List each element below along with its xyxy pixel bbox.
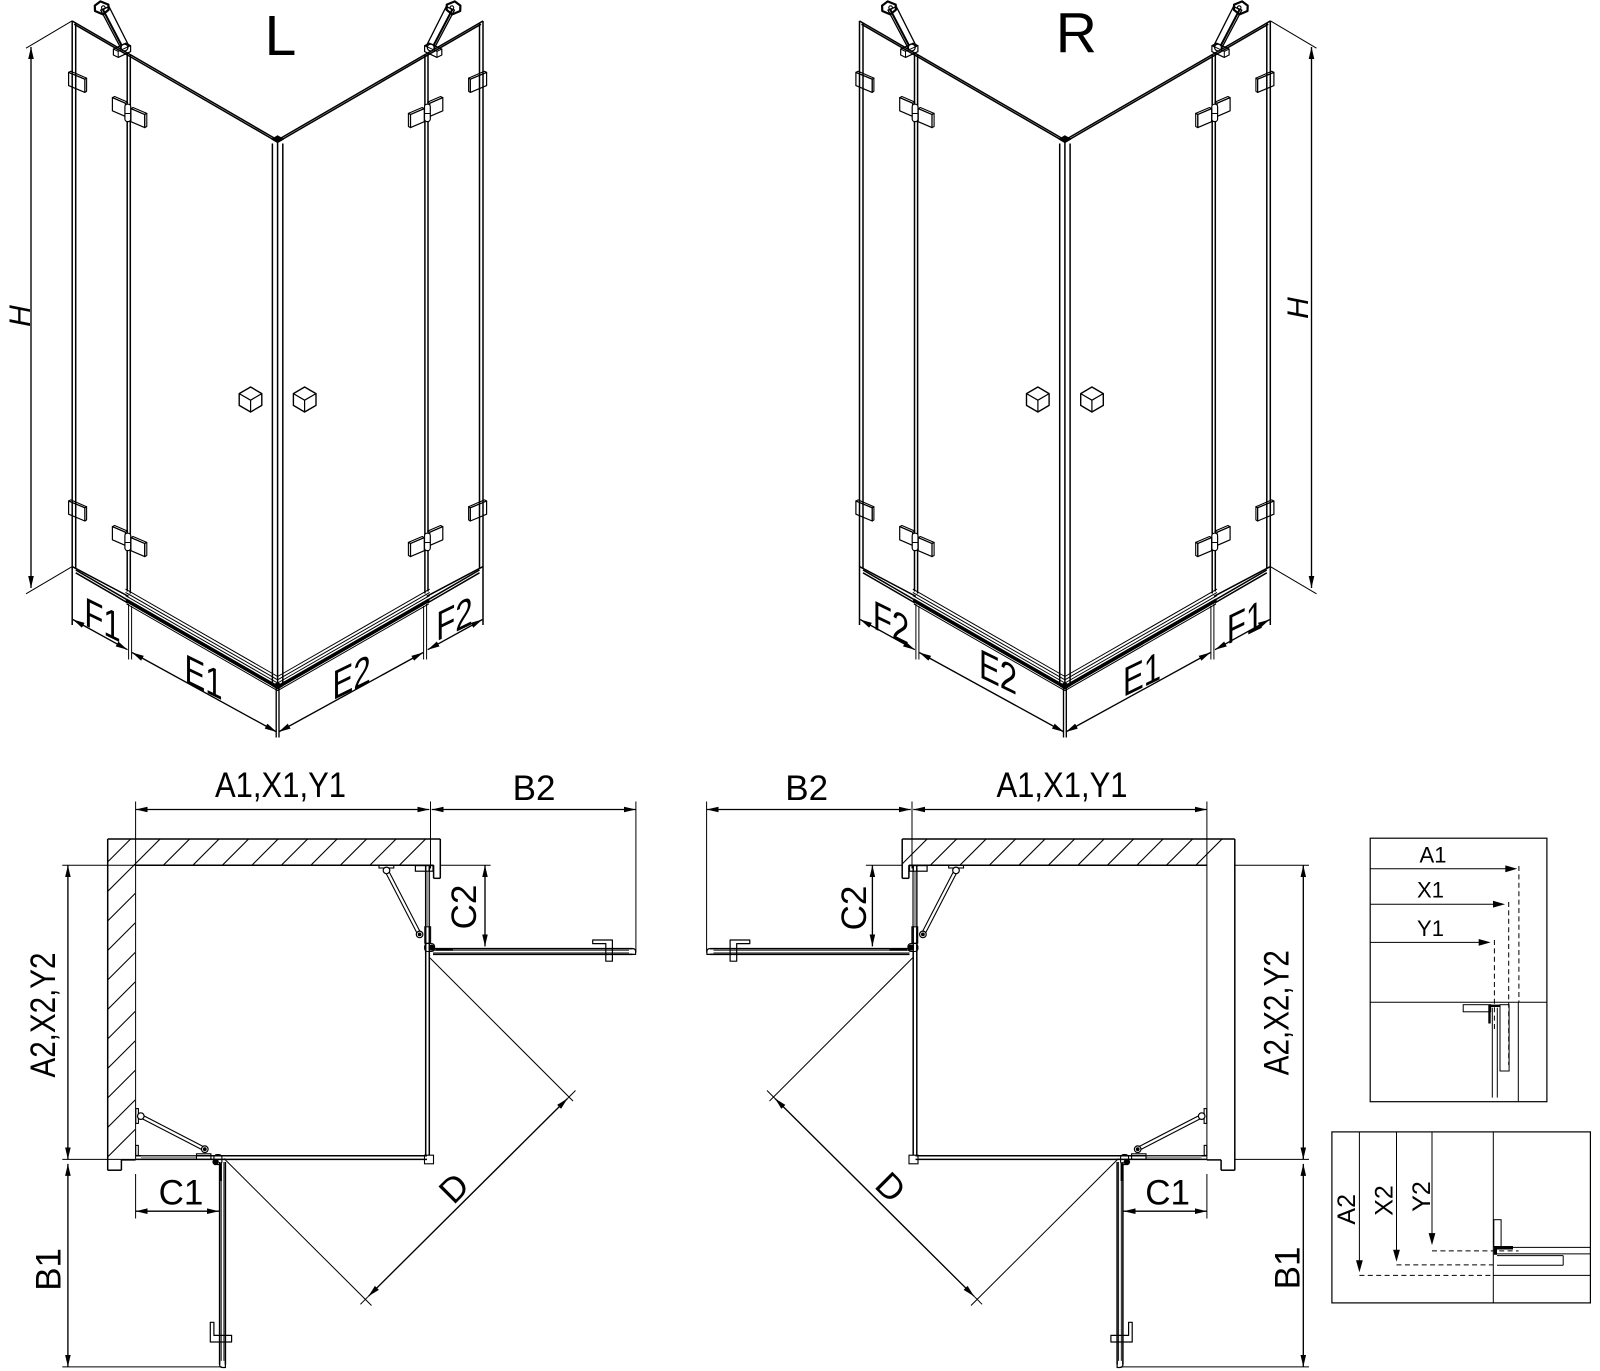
svg-text:A1: A1 [1420, 843, 1447, 868]
svg-text:H: H [1282, 297, 1315, 319]
svg-text:A1,X1,Y1: A1,X1,Y1 [215, 766, 346, 805]
svg-text:A2: A2 [1333, 1194, 1361, 1225]
svg-text:L: L [265, 4, 297, 68]
svg-text:X1: X1 [1417, 877, 1444, 902]
svg-text:Y1: Y1 [1417, 916, 1444, 941]
svg-text:B2: B2 [513, 769, 556, 808]
svg-text:A2,X2,Y2: A2,X2,Y2 [24, 953, 63, 1078]
svg-text:C1: C1 [1145, 1174, 1190, 1213]
svg-text:H: H [4, 305, 37, 327]
svg-text:B1: B1 [1268, 1247, 1307, 1290]
svg-text:Y2: Y2 [1408, 1181, 1436, 1212]
svg-text:B2: B2 [785, 769, 828, 808]
svg-text:C2: C2 [445, 885, 484, 930]
svg-text:R: R [1056, 1, 1097, 65]
svg-text:C1: C1 [159, 1174, 204, 1213]
svg-text:B1: B1 [29, 1248, 68, 1291]
svg-text:A1,X1,Y1: A1,X1,Y1 [997, 766, 1128, 805]
svg-text:A2,X2,Y2: A2,X2,Y2 [1258, 950, 1297, 1075]
svg-text:X2: X2 [1370, 1185, 1398, 1216]
svg-text:C2: C2 [835, 886, 874, 931]
